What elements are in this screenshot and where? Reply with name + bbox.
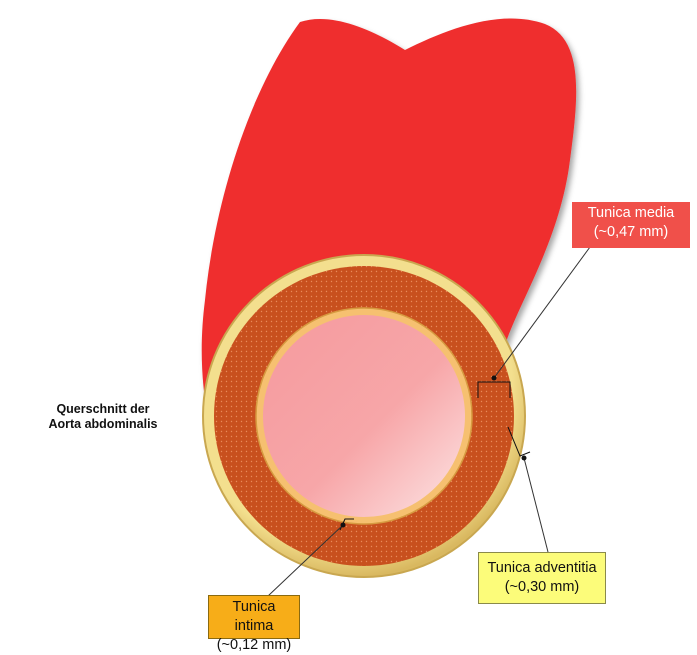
tunica-adventitia-thickness: (~0,30 mm) <box>483 578 601 597</box>
tunica-intima-label: Tunica intima (~0,12 mm) <box>208 595 300 639</box>
tunica-adventitia-name: Tunica adventitia <box>483 559 601 578</box>
caption-line-2: Aorta abdominalis <box>48 417 157 431</box>
tunica-media-label: Tunica media (~0,47 mm) <box>572 202 690 248</box>
tunica-adventitia-label: Tunica adventitia (~0,30 mm) <box>478 552 606 604</box>
caption-line-1: Querschnitt der <box>56 402 149 416</box>
tunica-intima-name: Tunica intima <box>213 598 295 636</box>
lumen <box>263 315 465 517</box>
media-leader-dot <box>492 376 497 381</box>
intima-leader-dot <box>341 523 346 528</box>
adventitia-leader-line <box>524 458 548 552</box>
aorta-diagram <box>0 0 697 637</box>
tunica-intima-thickness: (~0,12 mm) <box>213 636 295 655</box>
diagram-caption: Querschnitt der Aorta abdominalis <box>18 402 188 432</box>
tunica-media-name: Tunica media <box>576 204 686 223</box>
adventitia-leader-dot <box>522 456 527 461</box>
tunica-media-thickness: (~0,47 mm) <box>576 223 686 242</box>
